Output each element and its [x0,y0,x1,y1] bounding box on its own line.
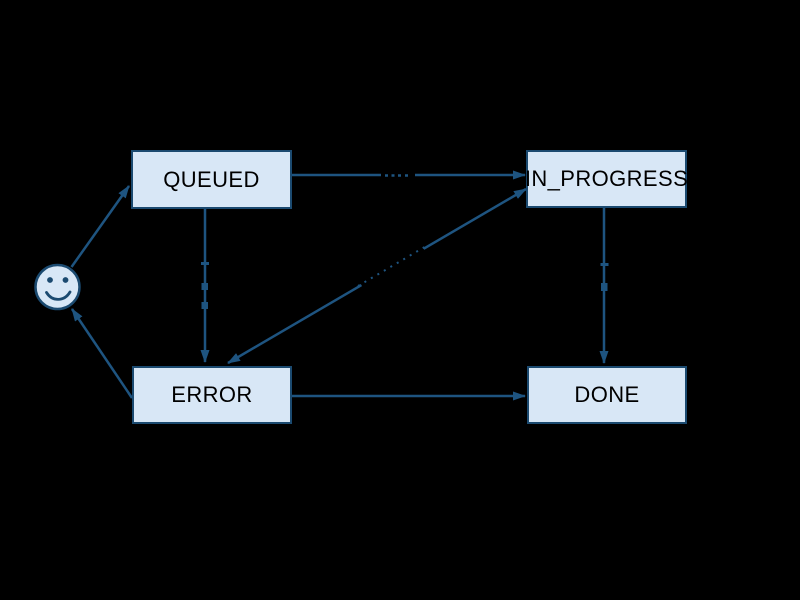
label-artifact-queued-error [201,262,209,265]
state-node-done: DONE [527,366,687,424]
label-artifact-queued-error [201,283,208,290]
label-artifact-queued-error [201,302,208,309]
state-node-queued: QUEUED [131,150,292,209]
edge-error-to-user [70,308,134,399]
state-label: IN_PROGRESS [524,166,689,191]
label-artifact-in-progress-done [601,283,608,291]
edge-user-to-queued [70,185,131,268]
state-node-error: ERROR [132,366,292,424]
state-node-in-progress: IN_PROGRESS [524,150,689,208]
smiley-face-icon [34,263,81,311]
state-label: DONE [574,382,640,407]
label-artifact-in-progress-done [600,263,609,266]
smiley-face-head [34,263,81,311]
state-label: QUEUED [163,166,260,192]
smiley-right-eye [62,277,69,283]
state-label: ERROR [171,382,253,407]
label-artifact-specks [357,244,429,287]
smiley-mouth [45,290,72,301]
unreadable-edge-label-artifacts [201,168,609,309]
smiley-left-eye [47,277,53,283]
